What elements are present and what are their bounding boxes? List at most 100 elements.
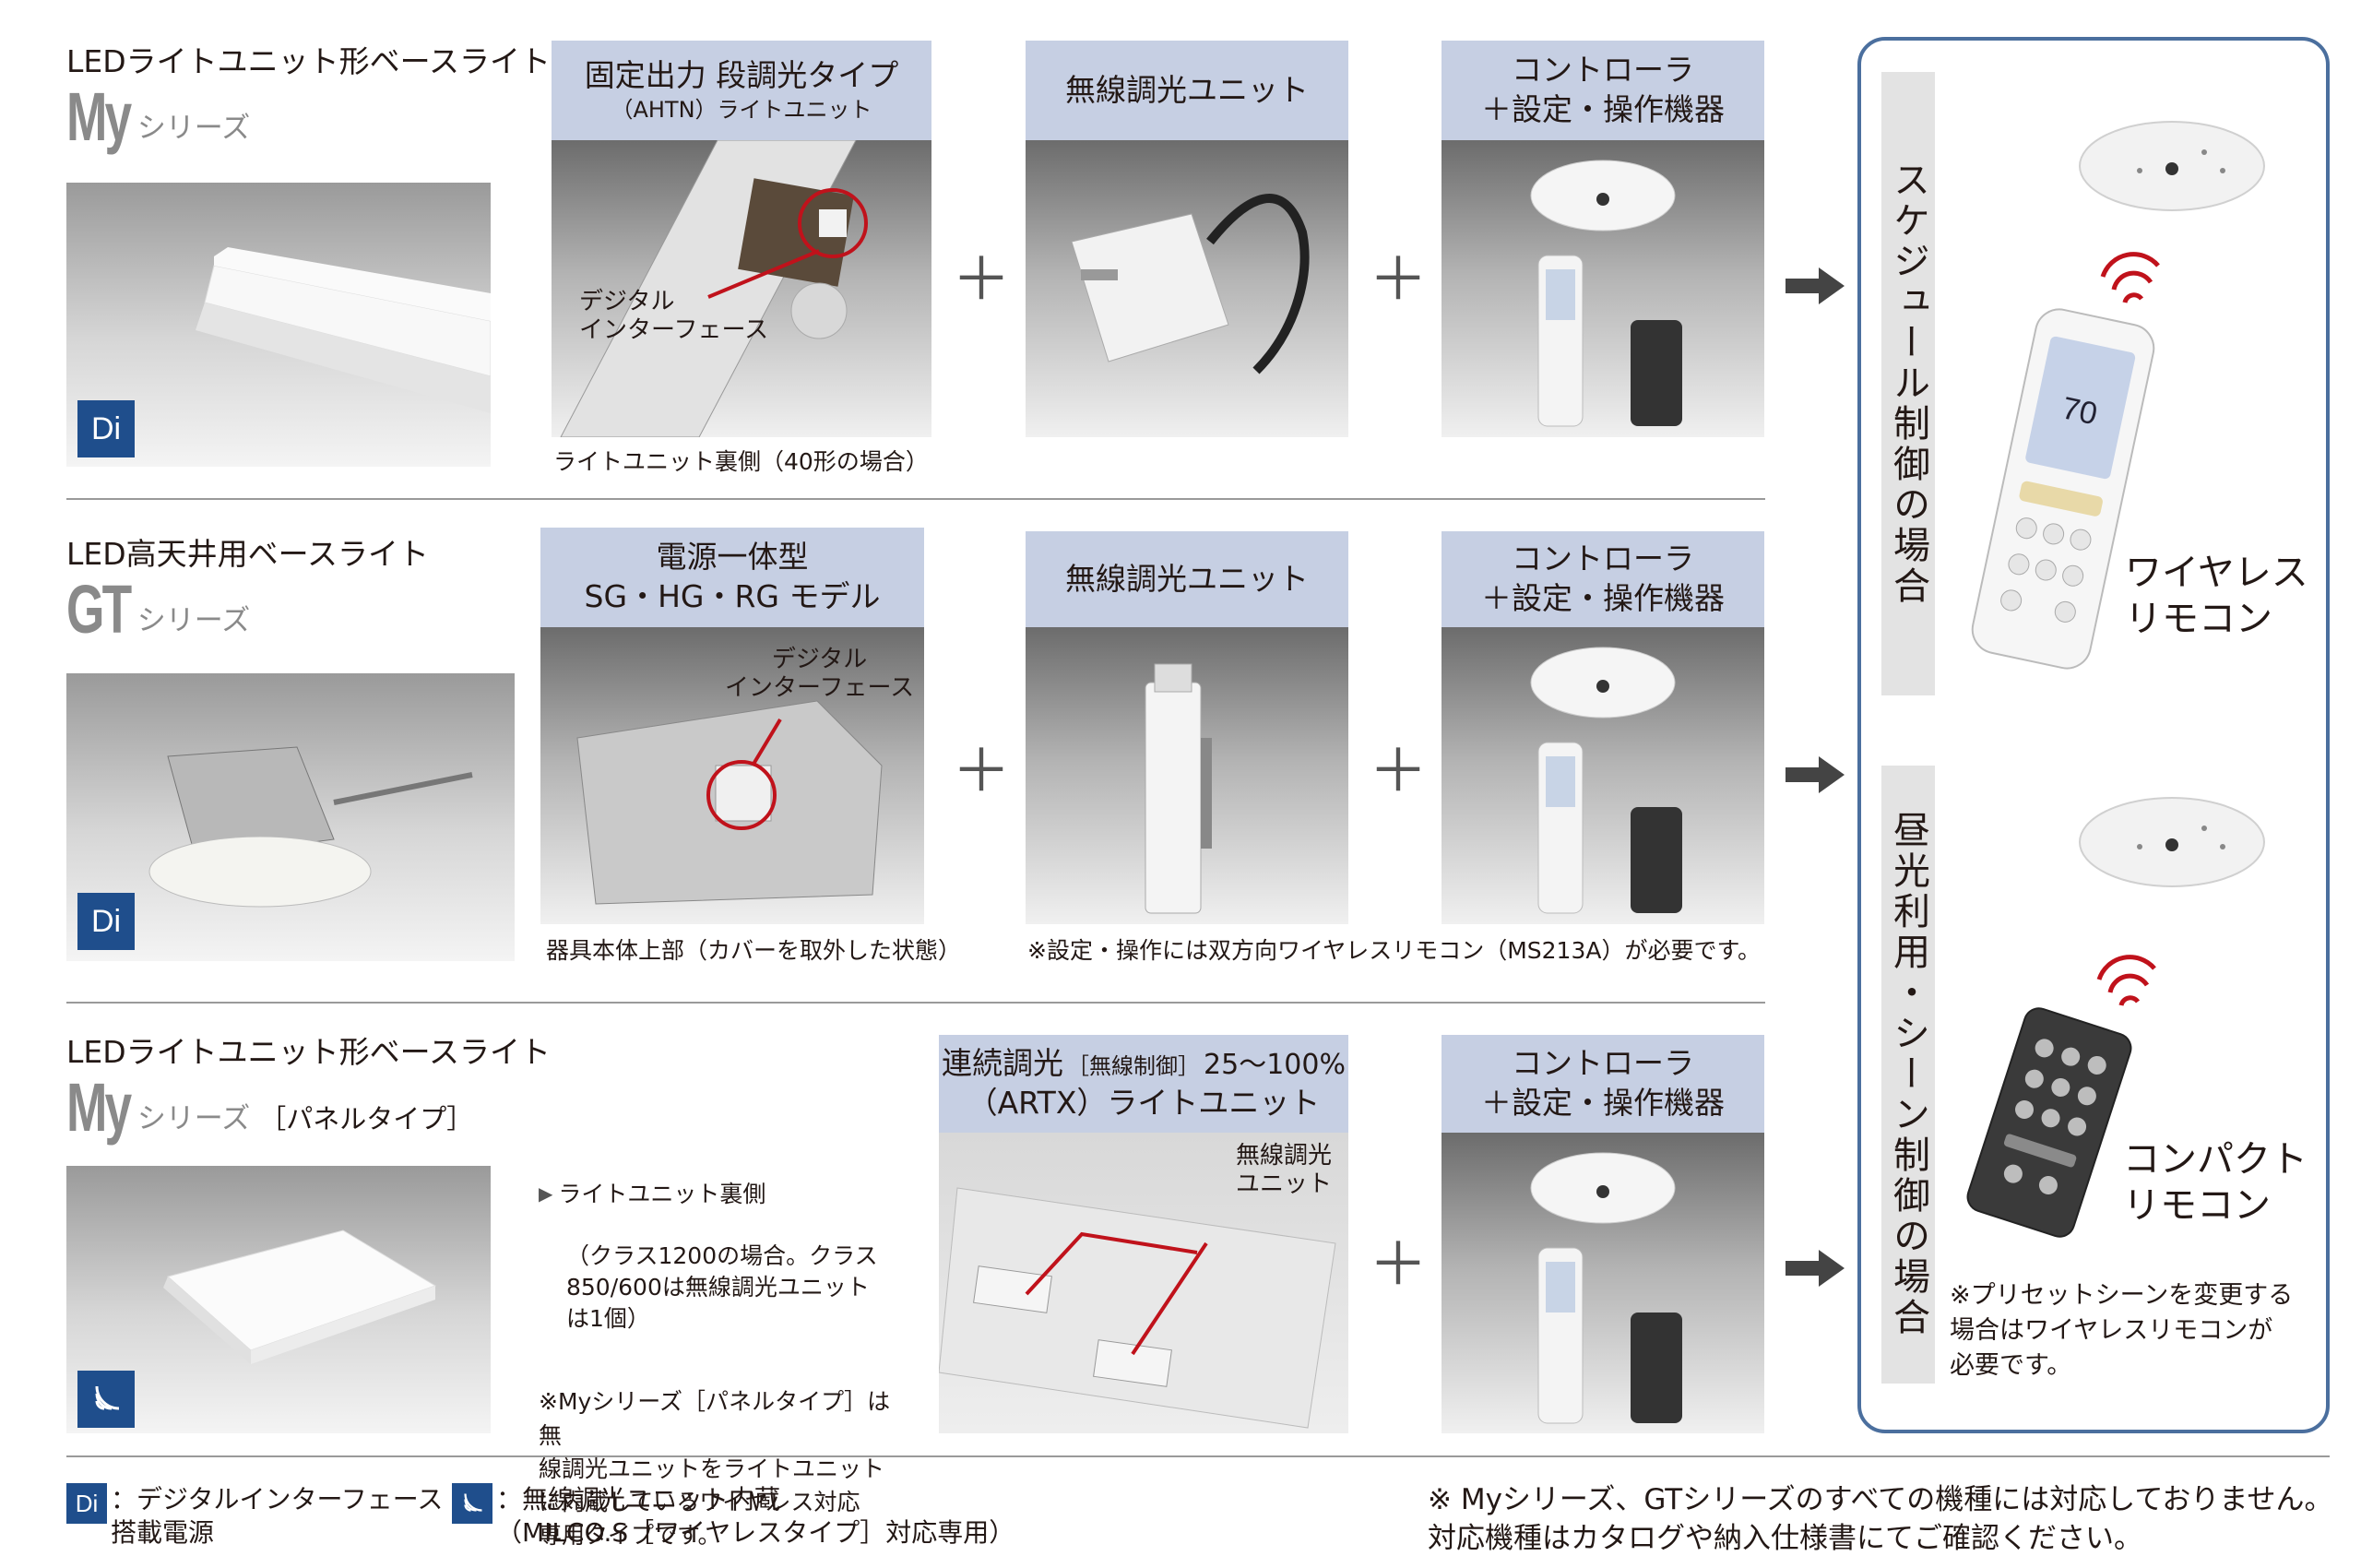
series-description: LEDライトユニット形ベースライト	[66, 43, 551, 79]
di-badge: Di	[77, 893, 135, 950]
row2-panel3-header: コントローラ ＋設定・操作機器	[1442, 531, 1764, 627]
controller-devices-image	[1530, 1152, 1682, 1424]
row1-panel3-photo	[1442, 140, 1764, 437]
wireless-remote-label: ワイヤレス リモコン	[2125, 552, 2308, 640]
panel-subtitle: （AHTN）ライトユニット	[611, 96, 872, 123]
series-code: GT	[66, 571, 132, 647]
series-description: LEDライトユニット形ベースライト	[66, 1034, 551, 1070]
row-divider	[66, 498, 1765, 500]
panel-unit-back-image	[939, 1187, 1336, 1429]
row3-series-title: LEDライトユニット形ベースライト My シリーズ ［パネルタイプ］	[66, 1028, 551, 1142]
note-title: ライトユニット裏側	[558, 1180, 766, 1207]
plus-icon: ＋	[1369, 738, 1428, 806]
panel-title-tag: ［無線制御］	[1067, 1053, 1201, 1080]
row1-panel2-header: 無線調光ユニット	[1026, 41, 1348, 140]
row3-note: ▶ ライトユニット裏側 （クラス1200の場合。クラス 850/600は無線調光…	[539, 1147, 908, 1568]
panel-title: 固定出力 段調光タイプ	[584, 56, 899, 93]
wireless-badge	[452, 1483, 492, 1524]
row2-series-title: LED高天井用ベースライト GT シリーズ	[66, 529, 429, 644]
row1-panel2-photo	[1026, 140, 1348, 437]
panel-title-main: 連続調光	[942, 1045, 1064, 1082]
plus-icon: ＋	[952, 246, 1011, 315]
wireless-badge	[77, 1371, 135, 1428]
row1-product-photo: Di	[66, 183, 491, 467]
bottom-divider	[66, 1455, 2330, 1457]
legend-wireless: ：無線調光ユニット内蔵 （MILCO.S［ワイヤレスタイプ］対応専用）	[452, 1483, 1014, 1550]
panel-title-range: 25～100%	[1204, 1049, 1346, 1082]
controller-devices-image	[1530, 647, 1682, 914]
arrow-right-icon	[1786, 756, 1845, 793]
wireless-icon	[464, 1493, 482, 1512]
wireless-dimming-unit-image	[1145, 663, 1212, 914]
note-body: （クラス1200の場合。クラス 850/600は無線調光ユニット は1個）	[566, 1242, 878, 1332]
row2-panel3-photo	[1442, 627, 1764, 924]
arrow-right-icon	[1786, 1250, 1845, 1287]
compact-remote-image	[1966, 1007, 2132, 1238]
compact-remote-label: コンパクト リモコン	[2123, 1138, 2308, 1227]
controller-device-icon	[2079, 121, 2265, 211]
series-description: LED高天井用ベースライト	[66, 536, 429, 572]
row2-panel1-header: 電源一体型 SG・HG・RG モデル	[540, 528, 924, 627]
row1-panel3-header: コントローラ ＋設定・操作機器	[1442, 41, 1764, 140]
schedule-control-label: スケジュール制御の場合	[1887, 160, 1929, 607]
row-divider	[66, 1002, 1765, 1004]
plus-icon: ＋	[1369, 1231, 1428, 1300]
controller-device-icon	[2079, 797, 2265, 887]
straight-light-image	[196, 247, 491, 413]
wireless-unit-callout: 無線調光 ユニット	[1236, 1142, 1333, 1199]
wireless-dimming-unit-image	[1071, 194, 1310, 374]
row1-panel1-photo: デジタル インターフェース	[552, 140, 931, 437]
high-bay-light-image	[148, 746, 473, 908]
panel-title: 無線調光ユニット	[1065, 71, 1309, 108]
signal-waves-icon	[2096, 955, 2156, 1006]
digital-interface-callout: デジタル インターフェース	[725, 646, 915, 703]
signal-waves-icon	[2100, 252, 2160, 303]
row2-panel2-header: 無線調光ユニット	[1026, 531, 1348, 627]
di-badge: Di	[66, 1483, 107, 1524]
light-unit-image	[560, 140, 868, 437]
row3-panel2-photo: 無線調光 ユニット	[939, 1133, 1348, 1433]
scene-control-label: 昼光利用・シーン制御の場合	[1887, 811, 1929, 1338]
panel-light-image	[163, 1229, 437, 1364]
compatibility-footer-note: ※ Myシリーズ、GTシリーズのすべての機種には対応しておりません。 対応機種は…	[1428, 1483, 2333, 1555]
scene-control-bar: 昼光利用・シーン制御の場合	[1881, 766, 1935, 1384]
remote-display-value: 70	[2058, 390, 2100, 432]
row1-panel1-header: 固定出力 段調光タイプ （AHTN）ライトユニット	[552, 41, 931, 140]
control-method-box	[1857, 37, 2330, 1433]
plus-icon: ＋	[952, 738, 1011, 806]
wireless-remote-image: 70	[1971, 308, 2155, 670]
row2-panel2-photo	[1026, 627, 1348, 924]
series-suffix: シリーズ	[136, 112, 251, 145]
power-unit-image	[576, 700, 883, 905]
row3-panel3-header: コントローラ ＋設定・操作機器	[1442, 1035, 1764, 1133]
arrow-right-icon	[1786, 267, 1845, 304]
digital-interface-callout: デジタル インターフェース	[579, 288, 769, 345]
plus-icon: ＋	[1369, 246, 1428, 315]
series-code: My	[66, 78, 132, 155]
triangle-bullet-icon: ▶	[539, 1182, 553, 1206]
row2-panel2-caption: ※設定・操作には双方向ワイヤレスリモコン（MS213A）が必要です。	[1027, 937, 1761, 964]
wireless-legend-text: ：無線調光ユニット内蔵 （MILCO.S［ワイヤレスタイプ］対応専用）	[496, 1484, 1015, 1549]
series-code: My	[66, 1069, 132, 1146]
row3-product-photo	[66, 1166, 491, 1433]
row2-panel1-caption: 器具本体上部（カバーを取外した状態）	[546, 937, 962, 964]
note-wireless-type: ※Myシリーズ［パネルタイプ］は無 線調光ユニットをライトユニット に内蔵してい…	[539, 1388, 891, 1550]
di-legend-text: ：デジタルインターフェース 搭載電源	[111, 1484, 444, 1549]
series-type: ［パネルタイプ］	[259, 1103, 474, 1134]
schedule-control-bar: スケジュール制御の場合	[1881, 72, 1935, 695]
series-suffix: シリーズ	[136, 604, 251, 637]
wireless-icon	[95, 1385, 120, 1410]
row2-product-photo: Di	[66, 673, 515, 961]
preset-scene-note: ※プリセットシーンを変更する 場合はワイヤレスリモコンが 必要です。	[1950, 1281, 2294, 1380]
di-badge: Di	[77, 400, 135, 457]
legend-di: Di ：デジタルインターフェース 搭載電源	[66, 1483, 443, 1550]
row1-series-title: LEDライトユニット形ベースライト My シリーズ	[66, 37, 551, 151]
controller-devices-image	[1530, 160, 1682, 427]
row3-panel2-header: 連続調光 ［無線制御］ 25～100% （ARTX）ライトユニット	[939, 1035, 1348, 1133]
panel-subtitle: （ARTX）ライトユニット	[967, 1085, 1321, 1121]
series-suffix: シリーズ	[136, 1102, 251, 1135]
row3-panel3-photo	[1442, 1133, 1764, 1433]
row2-panel1-photo: デジタル インターフェース	[540, 627, 924, 924]
panel-title: 無線調光ユニット	[1065, 560, 1309, 597]
row1-panel1-caption: ライトユニット裏側（40形の場合）	[553, 448, 929, 475]
